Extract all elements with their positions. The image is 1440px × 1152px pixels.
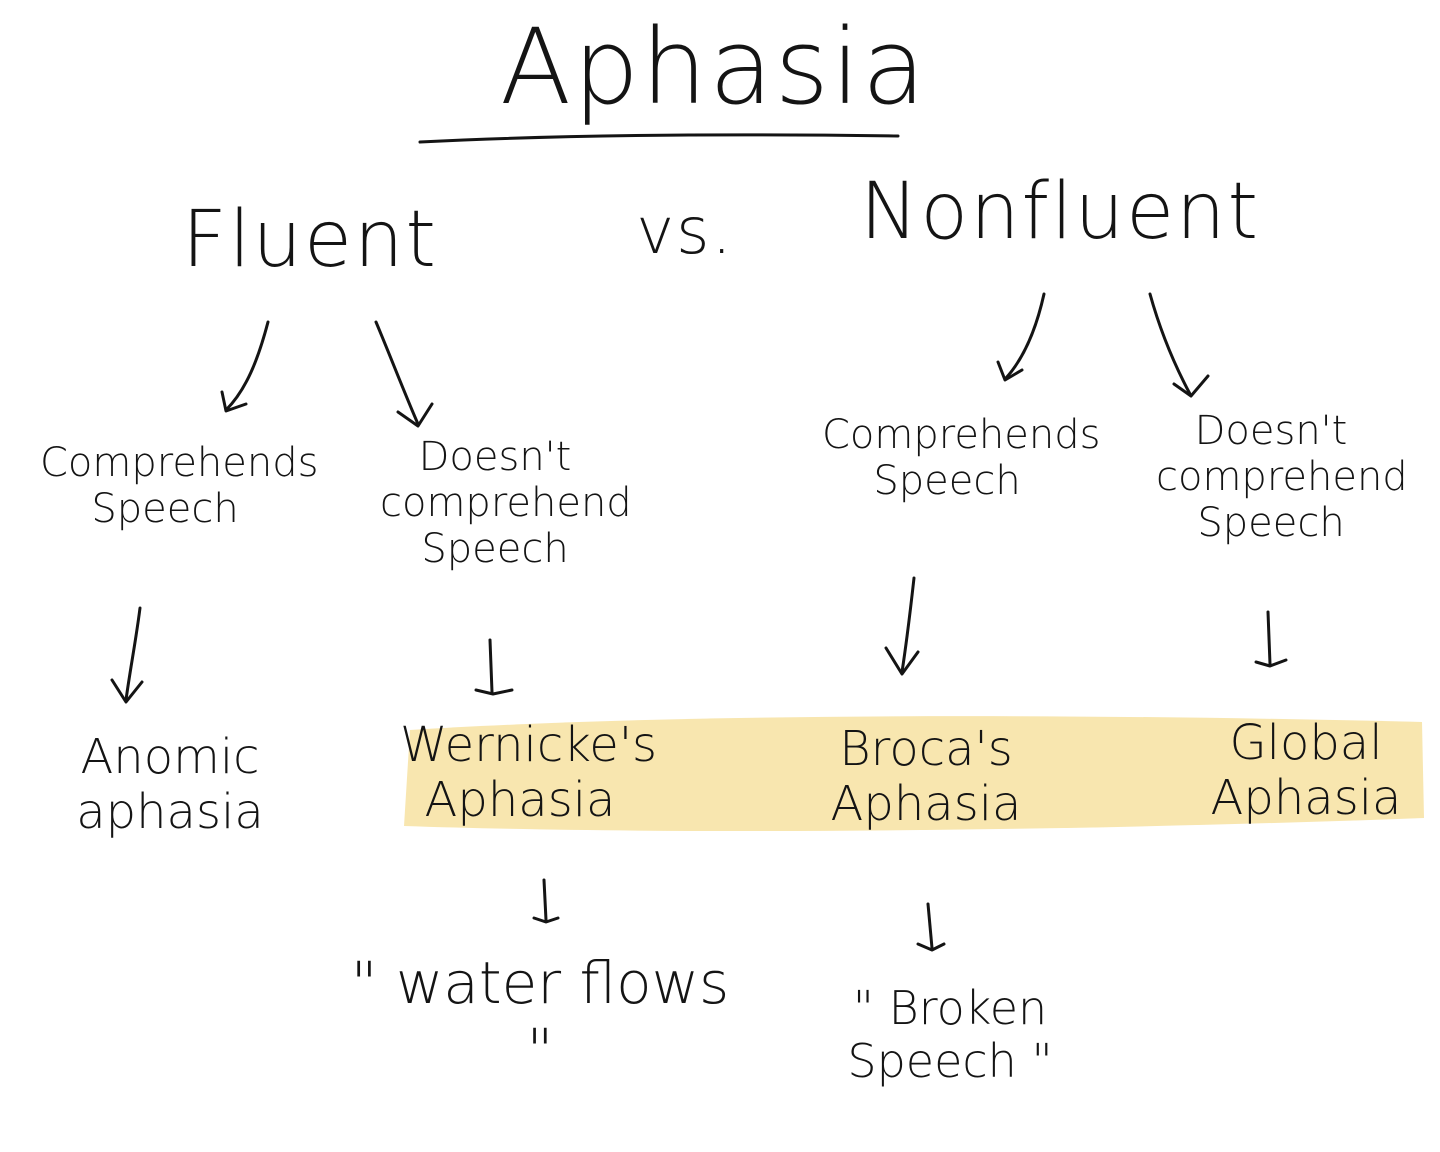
water-flows-example: " water flows " [350, 949, 730, 1084]
global-aphasia-label: Global Aphasia [1210, 715, 1402, 827]
highlight-band [404, 716, 1424, 832]
fluent-label: Fluent [182, 195, 438, 285]
nonfluent-doesnt-label: Doesn't comprehend Speech [1156, 408, 1408, 546]
diagram-title: Aphasia [500, 6, 928, 128]
anomic-aphasia-label: Anomic aphasia [76, 729, 264, 841]
arrow-to-broken-speech [916, 902, 946, 952]
arrow-to-water-flows [532, 878, 560, 924]
title-underline [418, 133, 900, 144]
arrow-nonfluent-comprehends [996, 292, 1046, 382]
arrow-nonfluent-doesnt [1148, 292, 1210, 398]
broken-speech-example: " Broken Speech " [847, 981, 1053, 1088]
nonfluent-label: Nonfluent [860, 167, 1261, 257]
brocas-aphasia-label: Broca's Aphasia [830, 721, 1022, 833]
fluent-doesnt-label: Doesn't comprehend Speech [380, 434, 632, 572]
arrow-to-global [1254, 610, 1288, 668]
arrow-fluent-doesnt [374, 320, 434, 428]
wernickes-aphasia-label: Wernicke's Aphasia [400, 717, 658, 829]
fluent-comprehends-label: Comprehends Speech [40, 440, 319, 532]
versus-label: vs. [636, 195, 734, 269]
arrow-to-anomic [110, 606, 144, 704]
nonfluent-comprehends-label: Comprehends Speech [822, 412, 1101, 504]
arrow-fluent-comprehends [220, 320, 270, 413]
arrow-to-brocas [884, 576, 920, 676]
arrow-to-wernickes [474, 638, 514, 696]
